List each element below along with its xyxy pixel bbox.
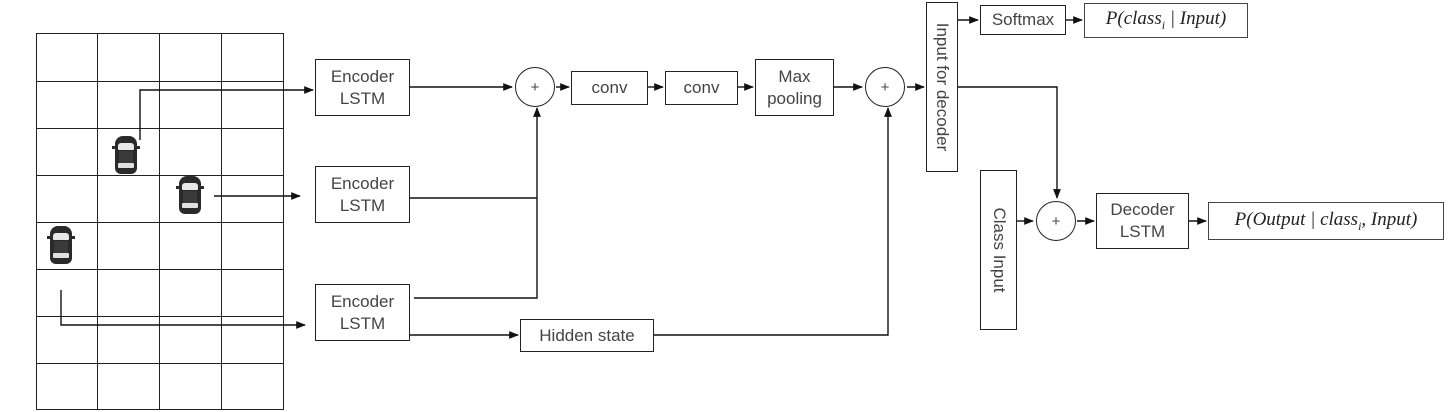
vehicle-1	[112, 136, 140, 174]
class-probability-text: P(classi | Input)	[1105, 8, 1227, 32]
output-probability-text: P(Output | classi, Input)	[1234, 208, 1418, 233]
sum-node-3: +	[1036, 201, 1076, 241]
conv-block-2: conv	[665, 71, 738, 105]
arrow-vehicle1-encoder1	[139, 86, 314, 140]
softmax-block: Softmax	[980, 5, 1066, 35]
encoder-lstm-2: Encoder LSTM	[315, 166, 410, 223]
output-probability-label: P(Output | classi, Input)	[1208, 202, 1444, 240]
encoder-lstm-1: Encoder LSTM	[315, 59, 410, 116]
scene-grid	[36, 33, 284, 410]
class-input-block: Class Input	[980, 170, 1017, 330]
class-input-label: Class Input	[989, 207, 1009, 293]
input-for-decoder-block: Input for decoder	[926, 2, 958, 172]
decoder-lstm: Decoder LSTM	[1096, 193, 1189, 249]
conv-block-1: conv	[571, 71, 648, 105]
arrow-hidden-plus2	[654, 107, 892, 336]
max-pooling-block: Max pooling	[755, 59, 834, 116]
sum-node-1: +	[515, 67, 555, 107]
arrow-decoderinput-plus3	[958, 86, 1061, 199]
arrow-encoder3-plus1	[414, 107, 541, 299]
vehicle-3	[47, 226, 75, 264]
arrow-vehicle3-encoder3	[60, 290, 306, 329]
input-for-decoder-label: Input for decoder	[933, 22, 952, 152]
vehicle-2	[176, 176, 204, 214]
class-probability-label: P(classi | Input)	[1084, 3, 1248, 38]
encoder-lstm-3: Encoder LSTM	[315, 284, 410, 341]
sum-node-2: +	[865, 67, 905, 107]
hidden-state-block: Hidden state	[520, 319, 654, 352]
